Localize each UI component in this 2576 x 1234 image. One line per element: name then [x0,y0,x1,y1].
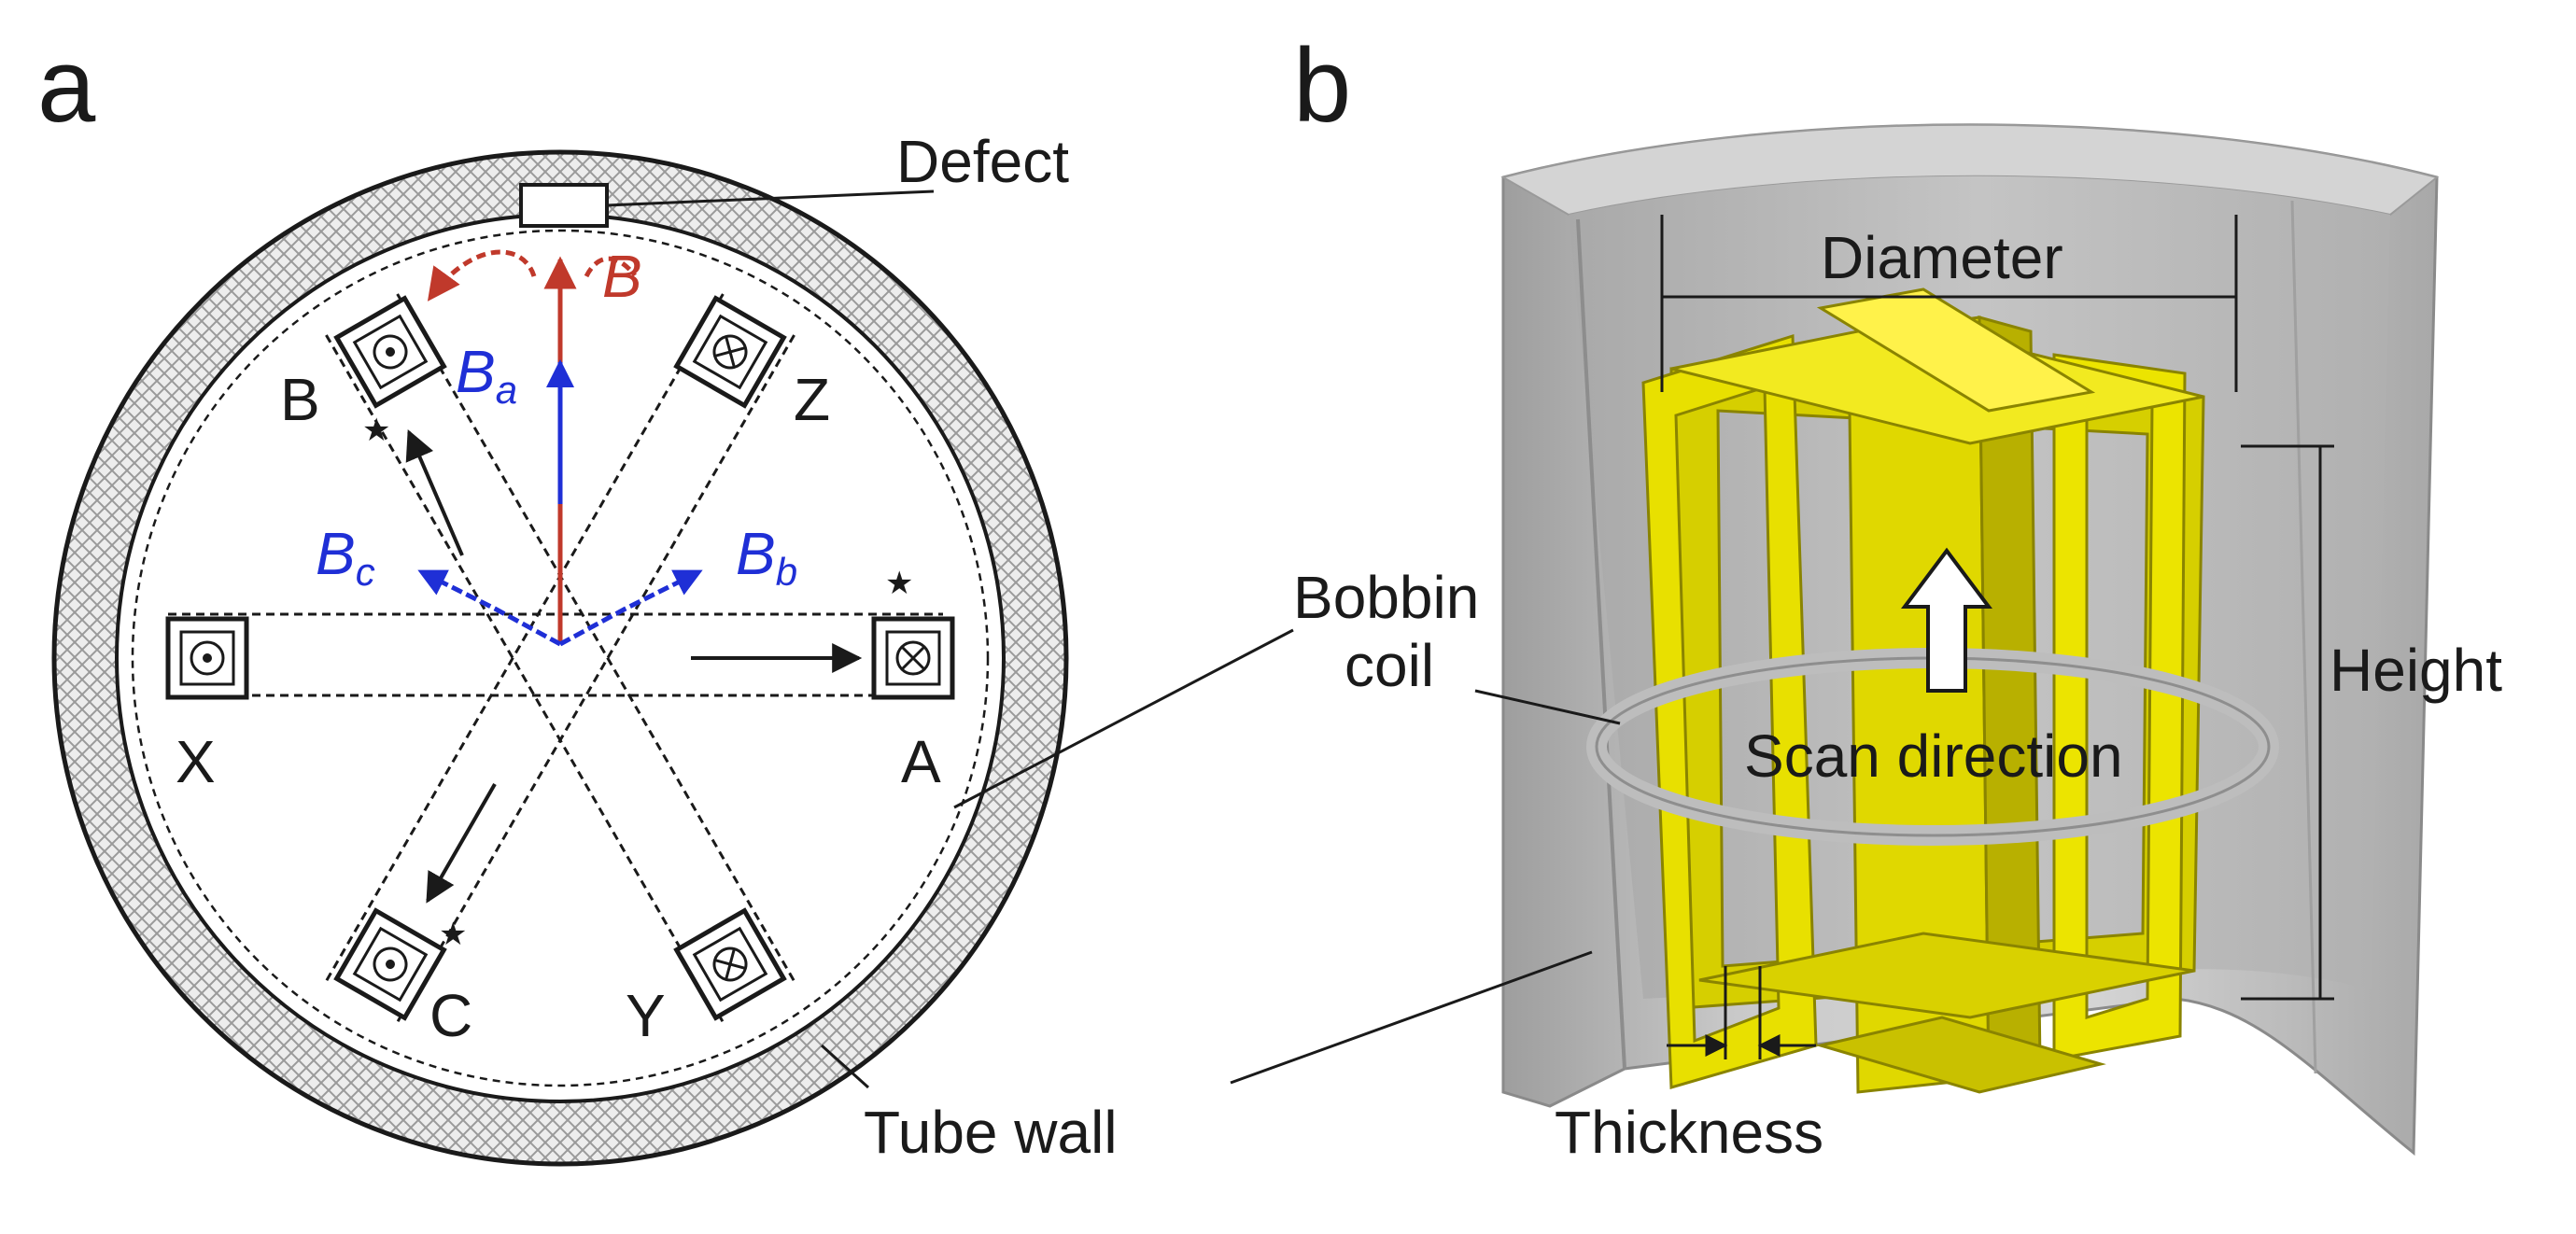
bobbin-label-line1: Bobbin [1293,564,1479,631]
coil-a-cross-icon [871,616,955,700]
field-arrow-bb [558,568,703,647]
scan-direction-label: Scan direction [1744,722,2123,790]
defect-label: Defect [896,128,1069,195]
probe-boundary-dashed [131,229,990,1087]
field-label-bc: Bc [316,520,375,594]
coil-strip-zy [325,293,795,1023]
panel-label-b: b [1293,27,1351,144]
coil-c-dot-icon [333,907,447,1021]
coil-label-c: C [429,982,472,1049]
leader-bobbin-to-tube-a [953,628,1294,809]
bobbin-label-line2: coil [1344,632,1434,699]
defect-notch [519,183,609,228]
coil-z-cross-icon [673,295,787,409]
height-label: Height [2330,637,2502,704]
coil-label-x: X [176,728,216,795]
coil-strip-bc [325,293,795,1023]
star-marker-b: ★ [362,413,390,448]
current-arrow-c [426,783,497,904]
coil-x-dot-icon [165,616,249,700]
coil-label-a: A [901,728,941,795]
tube-wall-label: Tube wall [864,1099,1118,1166]
panel-a-cross-section: ★ ★ ★ B Ba Bc Bb B Z X A C Y Defect Tube… [51,128,1118,1167]
leader-defect [606,189,935,207]
field-label-ba: Ba [456,338,517,412]
leader-bobbin-coil [1474,689,1621,725]
field-arrow-bc [417,568,562,647]
coil-label-z: Z [794,366,830,433]
tube-edge-right [2290,200,2317,1074]
field-rotation-arc-right [584,256,637,278]
star-marker-c: ★ [439,917,467,952]
current-arrow-b [405,429,464,556]
coil-y-cross-icon [673,907,787,1021]
panel-label-a: a [37,27,96,144]
leader-tube-wall-b [1230,950,1593,1085]
diameter-label: Diameter [1821,224,2063,291]
coil-label-b: B [280,366,320,433]
scan-direction-arrow-icon [1901,547,1992,693]
leader-tube-wall [820,1044,870,1089]
field-label-bb: Bb [736,520,797,594]
coil-strip-xa [168,612,943,697]
field-rotation-arc [427,249,537,301]
coil-label-y: Y [626,982,666,1049]
tube-edge-left [1576,218,1626,1070]
coil-b-dot-icon [333,295,447,409]
star-marker-a: ★ [885,566,913,601]
panel-b-3d-probe: Scan direction Diameter Height Thickness… [1293,123,2502,1166]
field-label-b: B [602,243,642,310]
thickness-label: Thickness [1555,1099,1823,1166]
x-probe-coils [1641,287,2205,1094]
